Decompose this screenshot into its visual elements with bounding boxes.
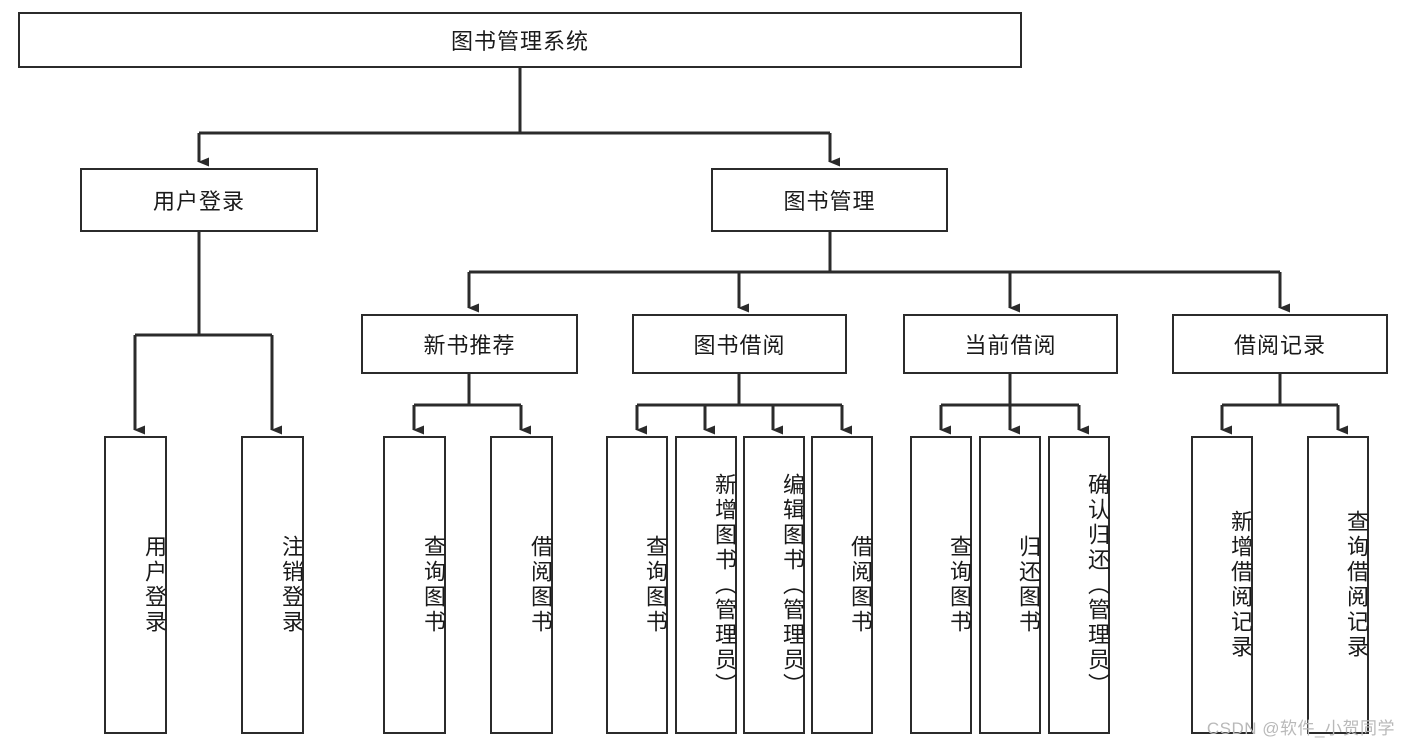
node-book-manage-label: 图书管理 [783,189,876,214]
node-leaf-borrow-book-2[interactable]: 借阅图书 [811,436,873,734]
node-new-book-rec-label: 新书推荐 [423,333,516,358]
node-leaf-borrow-book-2-label: 借阅图书 [848,535,873,635]
node-leaf-return-book[interactable]: 归还图书 [979,436,1041,734]
node-book-borrow[interactable]: 图书借阅 [632,314,847,374]
node-leaf-logout[interactable]: 注销登录 [241,436,304,734]
node-leaf-logout-label: 注销登录 [279,535,304,635]
node-leaf-add-record[interactable]: 新增借阅记录 [1191,436,1253,734]
node-leaf-query-book-2[interactable]: 查询图书 [606,436,668,734]
node-root[interactable]: 图书管理系统 [18,12,1022,68]
node-leaf-query-book-2-label: 查询图书 [643,535,668,635]
node-leaf-confirm-return[interactable]: 确认归还（管理员） [1048,436,1110,734]
node-leaf-user-login[interactable]: 用户登录 [104,436,167,734]
node-leaf-return-book-label: 归还图书 [1016,535,1041,635]
node-root-label: 图书管理系统 [450,29,589,54]
node-leaf-edit-book[interactable]: 编辑图书（管理员） [743,436,805,734]
node-leaf-borrow-book-1-label: 借阅图书 [528,535,553,635]
node-leaf-add-book[interactable]: 新增图书（管理员） [675,436,737,734]
node-user-login[interactable]: 用户登录 [80,168,318,232]
node-borrow-record-label: 借阅记录 [1233,333,1326,358]
node-leaf-edit-book-label: 编辑图书（管理员） [780,472,805,698]
node-current-borrow[interactable]: 当前借阅 [903,314,1118,374]
node-book-borrow-label: 图书借阅 [693,333,786,358]
node-leaf-query-record[interactable]: 查询借阅记录 [1307,436,1369,734]
node-new-book-rec[interactable]: 新书推荐 [361,314,578,374]
node-leaf-query-book-3-label: 查询图书 [947,535,972,635]
node-user-login-label: 用户登录 [152,189,245,214]
node-leaf-add-book-label: 新增图书（管理员） [712,472,737,698]
node-current-borrow-label: 当前借阅 [964,333,1057,358]
node-borrow-record[interactable]: 借阅记录 [1172,314,1388,374]
node-leaf-query-book-3[interactable]: 查询图书 [910,436,972,734]
node-leaf-confirm-return-label: 确认归还（管理员） [1085,472,1110,698]
node-leaf-query-book-1-label: 查询图书 [421,535,446,635]
watermark-text: CSDN @软件_小贺同学 [1206,719,1395,738]
node-book-manage[interactable]: 图书管理 [711,168,948,232]
node-leaf-borrow-book-1[interactable]: 借阅图书 [490,436,553,734]
node-leaf-user-login-label: 用户登录 [142,535,167,635]
node-leaf-query-record-label: 查询借阅记录 [1344,510,1369,660]
node-leaf-query-book-1[interactable]: 查询图书 [383,436,446,734]
node-leaf-add-record-label: 新增借阅记录 [1228,510,1253,660]
